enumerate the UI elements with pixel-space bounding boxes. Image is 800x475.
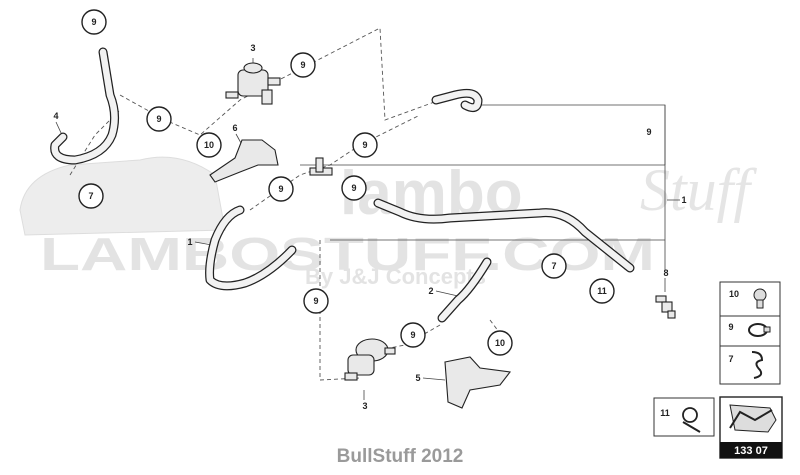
svg-text:9: 9 (156, 114, 161, 124)
label-1-left: 1 (187, 237, 192, 247)
callout-7-left: 7 (78, 183, 104, 209)
svg-text:9: 9 (300, 60, 305, 70)
hose-clamp-icon (748, 323, 771, 337)
watermark-car-shape (19, 156, 226, 236)
watermark: lambo Stuff LAMBOSTUFF.COM By J&J Concep… (19, 156, 757, 289)
label-5: 5 (415, 373, 420, 383)
t-connector (309, 157, 333, 176)
svg-text:7: 7 (88, 191, 93, 201)
valve-3-lower (344, 338, 396, 381)
label-9-right: 9 (646, 127, 651, 137)
label-6: 6 (232, 123, 237, 133)
footer-caption: BullStuff 2012 (336, 446, 464, 467)
label-3-upper: 3 (250, 43, 255, 53)
legend-label-7: 7 (728, 354, 733, 364)
watermark-tag: By J&J Concepts (305, 264, 486, 289)
label-1-right: 1 (681, 195, 686, 205)
bracket-6 (209, 139, 279, 183)
svg-text:9: 9 (351, 183, 356, 193)
hose-1-left (205, 205, 297, 291)
callout-9-center: 9 (352, 132, 378, 158)
callout-10-lower: 10 (487, 330, 513, 356)
svg-text:10: 10 (495, 338, 505, 348)
callout-9-tee: 9 (341, 175, 367, 201)
cable-tie-icon (682, 407, 701, 433)
callout-9-left-hose: 9 (268, 176, 294, 202)
diagram-number: 133 07 (734, 445, 768, 457)
callout-9-upper-hose: 9 (146, 106, 172, 132)
svg-text:10: 10 (204, 140, 214, 150)
callout-9-lower-valve: 9 (400, 322, 426, 348)
svg-text:7: 7 (551, 261, 556, 271)
hose-connector-right (431, 88, 483, 113)
callout-9-top-left: 9 (81, 9, 107, 35)
svg-text:9: 9 (362, 140, 367, 150)
bracket-5 (444, 356, 512, 409)
svg-text:9: 9 (410, 330, 415, 340)
hose-1-long (373, 198, 635, 273)
hose-4-upper (50, 47, 120, 165)
svg-text:9: 9 (313, 296, 318, 306)
svg-text:9: 9 (278, 184, 283, 194)
hose-2 (437, 257, 492, 323)
label-2: 2 (428, 286, 433, 296)
legend-label-9: 9 (728, 322, 733, 332)
watermark-script: Stuff (640, 157, 757, 223)
fitting-8 (655, 295, 676, 319)
callout-10-upper: 10 (196, 132, 222, 158)
callout-9-lower-left: 9 (303, 288, 329, 314)
svg-text:9: 9 (91, 17, 96, 27)
callout-7-right: 7 (541, 253, 567, 279)
label-8: 8 (663, 268, 668, 278)
diagram-number-box: 133 07 (719, 396, 783, 459)
legend-label-10: 10 (729, 289, 739, 299)
label-3-lower: 3 (362, 401, 367, 411)
label-4: 4 (53, 111, 58, 121)
valve-3-upper (225, 62, 281, 105)
legend-label-11: 11 (660, 408, 670, 418)
legend-panel: 10 9 7 11 (653, 281, 781, 437)
callout-9-upper-valve: 9 (290, 52, 316, 78)
clip-icon (753, 288, 767, 309)
callout-11: 11 (589, 278, 615, 304)
svg-text:11: 11 (597, 286, 607, 296)
spring-clip-icon (751, 351, 764, 379)
